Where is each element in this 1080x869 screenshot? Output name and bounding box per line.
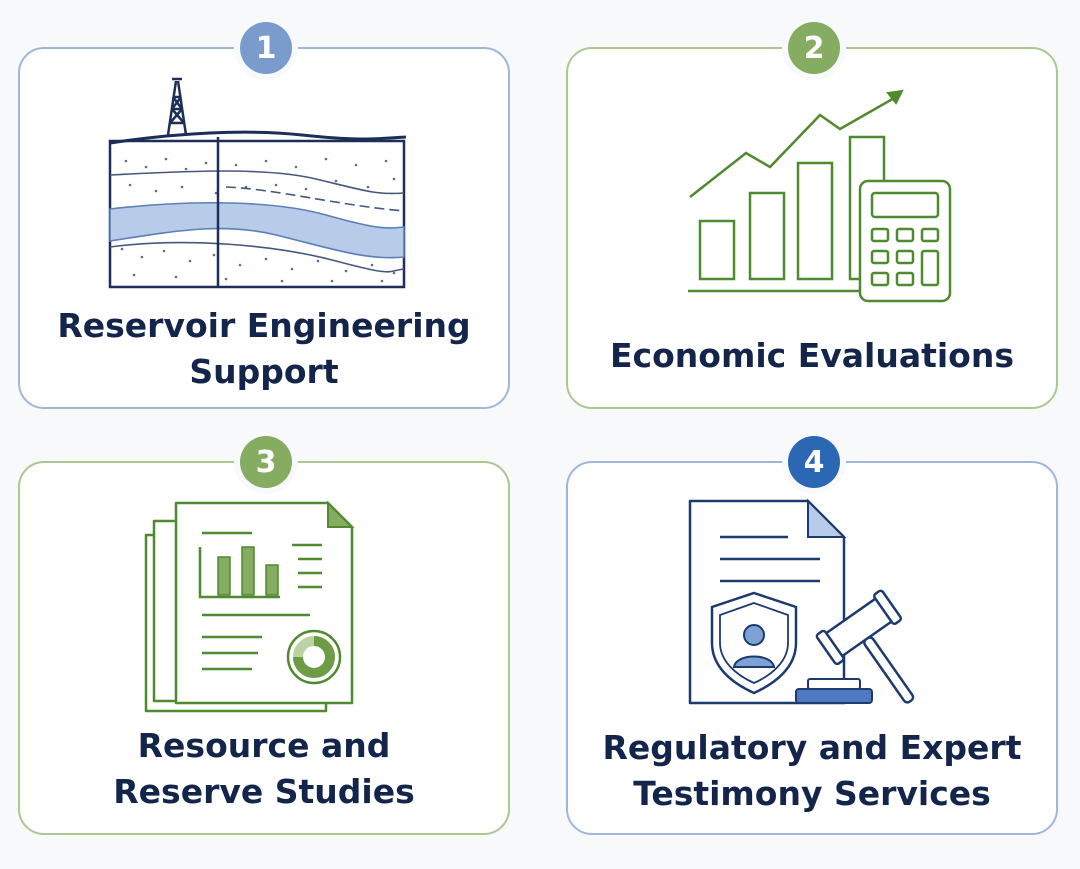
oil-rig-reservoir-icon: [108, 77, 406, 289]
service-card-regulatory-testimony: 4 Regulatory and Expert Testimony Servic…: [566, 430, 1058, 835]
legal-document-gavel-icon: [688, 498, 915, 705]
step-number: 4: [788, 436, 840, 488]
step-badge: 4: [782, 430, 846, 494]
step-badge: 2: [782, 16, 846, 80]
report-documents-icon: [144, 500, 355, 713]
service-title: Regulatory and Expert Testimony Services: [602, 728, 1022, 813]
step-number: 1: [240, 22, 292, 74]
service-card-economic-evaluations: 2 Economic Evaluations: [566, 16, 1058, 409]
service-card-reservoir-engineering: 1: [18, 16, 510, 409]
service-title: Resource and Reserve Studies: [113, 726, 415, 811]
step-number: 2: [788, 22, 840, 74]
service-title: Reservoir Engineering Support: [57, 306, 471, 391]
growth-chart-calculator-icon: [688, 89, 952, 303]
step-number: 3: [240, 436, 292, 488]
step-badge: 1: [234, 16, 298, 80]
service-card-resource-reserve-studies: 3 Resource and Res: [18, 430, 510, 835]
step-badge: 3: [234, 430, 298, 494]
service-title: Economic Evaluations: [610, 336, 1014, 375]
